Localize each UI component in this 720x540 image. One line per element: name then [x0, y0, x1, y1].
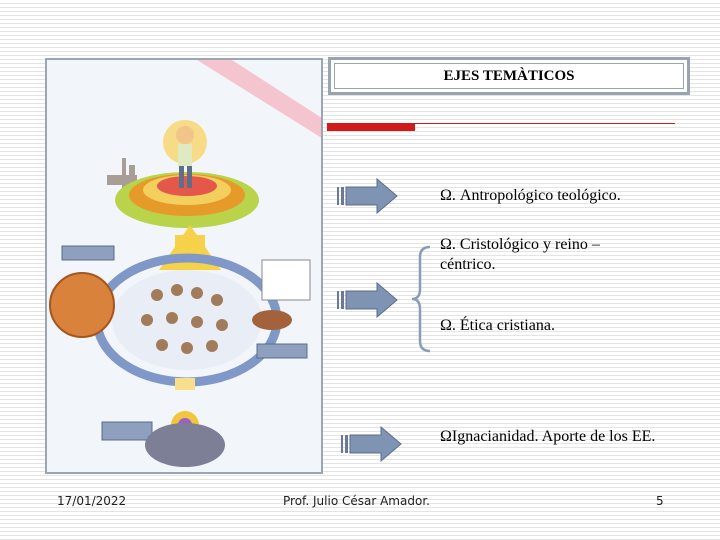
- right-arrow-icon: [341, 426, 402, 462]
- theme-item-4: ΩIgnacianidad. Aporte de los EE.: [440, 428, 656, 445]
- theme-item-2: Ω. Cristológico y reino – céntrico.: [440, 236, 600, 273]
- theme-item-1: Ω. Antropológico teológico.: [440, 187, 621, 204]
- illustration-panel: [45, 58, 323, 474]
- right-arrow-icon: [337, 282, 398, 318]
- accent-bar: [327, 123, 415, 131]
- accent-line: [415, 123, 675, 124]
- title-box-inner-border: [334, 63, 684, 89]
- right-arrow-icon: [337, 178, 398, 214]
- footer-author: Prof. Julio César Amador.: [283, 494, 430, 508]
- theme-item-3: Ω. Ética cristiana.: [440, 317, 555, 334]
- footer-page-number: 5: [656, 494, 664, 508]
- illustration-graphic: [49, 60, 321, 467]
- footer-date: 17/01/2022: [57, 494, 127, 508]
- slide-title: EJES TEMÀTICOS: [443, 67, 575, 84]
- title-box: EJES TEMÀTICOS: [328, 57, 690, 95]
- curly-brace-icon: [411, 245, 431, 353]
